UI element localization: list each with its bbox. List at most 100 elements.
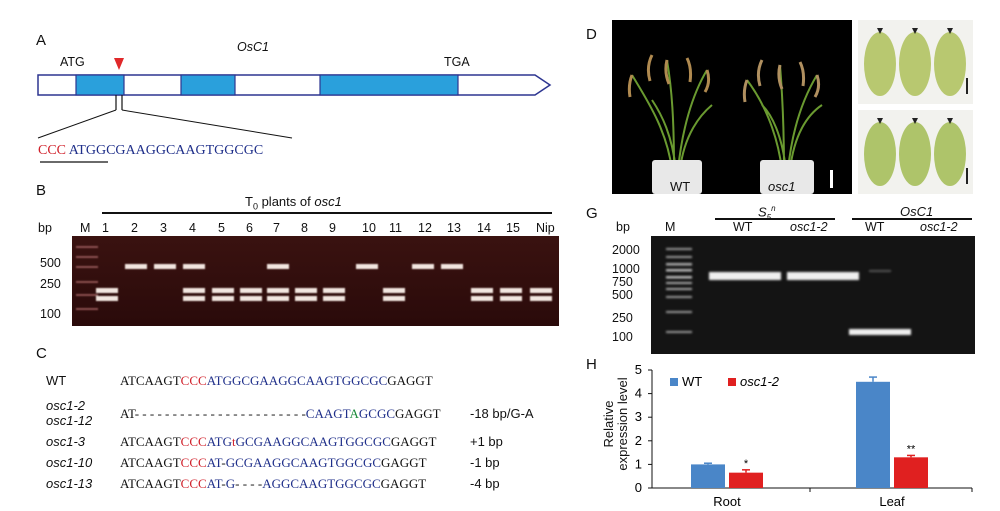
gel-band [125, 264, 147, 269]
seq-name-wt: WT [46, 373, 67, 388]
photo-d-mut-label: osc1 [768, 179, 796, 194]
gel-band [412, 264, 434, 269]
chart-ylabel-2: expression level [615, 377, 630, 471]
gel-g-size-500: 500 [612, 288, 633, 302]
gel-g-m-label: M [665, 220, 676, 234]
gel-band [530, 288, 552, 293]
seq-name-osc1-12: osc1-12 [46, 413, 93, 428]
photo-d-wt-label: WT [670, 179, 691, 194]
gel-band [500, 288, 522, 293]
gel-b-lane-label: Nip [536, 221, 555, 235]
bar-WT-Leaf [856, 381, 890, 488]
y-tick-label: 4 [635, 386, 642, 401]
panel-label-a: A [36, 32, 47, 49]
gel-g-size-2000: 2000 [612, 243, 640, 257]
gel-band [183, 288, 205, 293]
tga-label: TGA [444, 55, 470, 69]
bar-osc1-2-Leaf [894, 457, 928, 488]
gel-b-image [72, 236, 559, 326]
legend-label: osc1-2 [740, 374, 780, 389]
gel-b-lane-label: 9 [329, 221, 336, 235]
gel-band [471, 296, 493, 301]
gel-band [500, 296, 522, 301]
y-tick-label: 0 [635, 480, 642, 495]
chart-legend: WT osc1-2 [670, 374, 780, 389]
target-sequence: CCC ATGGCGAAGGCAAGTGGCGC [38, 143, 264, 158]
seq-name-osc1-10: osc1-10 [46, 455, 93, 470]
gel-b-size-100: 100 [40, 307, 61, 321]
y-tick-label: 3 [635, 409, 642, 424]
gel-b-lane-label: 6 [246, 221, 253, 235]
gel-band [240, 296, 262, 301]
panel-label-g: G [586, 205, 598, 222]
gel-b-lane-label: 10 [362, 221, 376, 235]
gel-band [183, 296, 205, 301]
legend-swatch [670, 378, 678, 386]
gel-band [530, 296, 552, 301]
gel-g-mut1: osc1-2 [790, 220, 828, 234]
legend-swatch [728, 378, 736, 386]
exon-2 [180, 74, 236, 96]
gel-band [267, 296, 289, 301]
y-tick-label: 5 [635, 362, 642, 377]
seq-osc1-10: ATCAAGTCCCAT-GCGAAGGCAAGTGGCGCGAGGT [120, 455, 427, 470]
bar-WT-Root [691, 464, 725, 488]
gel-b-lane-label: 4 [189, 221, 196, 235]
gel-band [383, 288, 405, 293]
panel-label-h: H [586, 356, 597, 373]
gel-g-wt2: WT [865, 220, 885, 234]
y-tick-label: 1 [635, 456, 642, 471]
ladder-band [76, 246, 98, 248]
gel-band [323, 288, 345, 293]
mutant-plant [742, 59, 823, 194]
gel-b-lane-label: 13 [447, 221, 461, 235]
gene-name-label: OsC1 [237, 40, 269, 54]
gel-b-lane-label: 8 [301, 221, 308, 235]
note-osc1-3: +1 bp [470, 434, 503, 449]
gel-band [441, 264, 463, 269]
seq-osc1-3: ATCAAGTCCCATGtGCGAAGGCAAGTGGCGCGAGGT [120, 434, 437, 449]
chart-ylabel-1: Relative [601, 400, 616, 448]
gel-b-lane-label: 7 [273, 221, 280, 235]
panel-label-c: C [36, 345, 47, 362]
seq-wt: ATCAAGTCCCATGGCGAAGGCAAGTGGCGCGAGGT [120, 373, 433, 388]
gel-band [96, 296, 118, 301]
gel-g-line1 [715, 218, 835, 220]
gel-band [295, 288, 317, 293]
ladder-band [76, 256, 98, 258]
ladder-band [76, 308, 98, 310]
seq-osc1-2: AT- - - - - - - - - - - - - - - - - - - … [120, 406, 441, 421]
target-site-arrow [114, 58, 124, 70]
gel-g-size-750: 750 [612, 275, 633, 289]
gel-b-lane-label: 1 [102, 221, 109, 235]
gel-g-size-250: 250 [612, 311, 633, 325]
gel-g-bands [666, 248, 911, 335]
gel-g-wt1: WT [733, 220, 753, 234]
plant-photo [612, 20, 852, 194]
x-category-label: Leaf [879, 494, 905, 508]
chart-ylabel-wrap: Relative expression level [596, 370, 636, 480]
legend-label: WT [682, 374, 702, 389]
gel-band [323, 296, 345, 301]
atg-label: ATG [60, 55, 85, 69]
gel-band [212, 296, 234, 301]
gel-b-title: T0 plants of osc1 [245, 194, 342, 212]
gel-b-lane-label: 2 [131, 221, 138, 235]
note-osc1-2: -18 bp/G-A [470, 406, 534, 421]
gel-b-title-line [102, 212, 552, 214]
gel-band [267, 264, 289, 269]
gel-b-size-250: 250 [40, 277, 61, 291]
seq-name-osc1-3: osc1-3 [46, 434, 86, 449]
panel-label-d: D [586, 26, 597, 43]
seed-photo-wt [858, 20, 973, 104]
gel-b-lane-label: M [80, 221, 91, 235]
gel-band [154, 264, 176, 269]
note-osc1-13: -4 bp [470, 476, 500, 491]
gel-g-gene1: S5n [758, 204, 776, 222]
gel-g-bp-label: bp [616, 220, 630, 234]
y-tick-label: 2 [635, 433, 642, 448]
seq-name-osc1-2: osc1-2 [46, 398, 86, 413]
chart-bars: *** [691, 376, 928, 488]
gel-g-line2 [852, 218, 972, 220]
gel-b-lane-label: 3 [160, 221, 167, 235]
